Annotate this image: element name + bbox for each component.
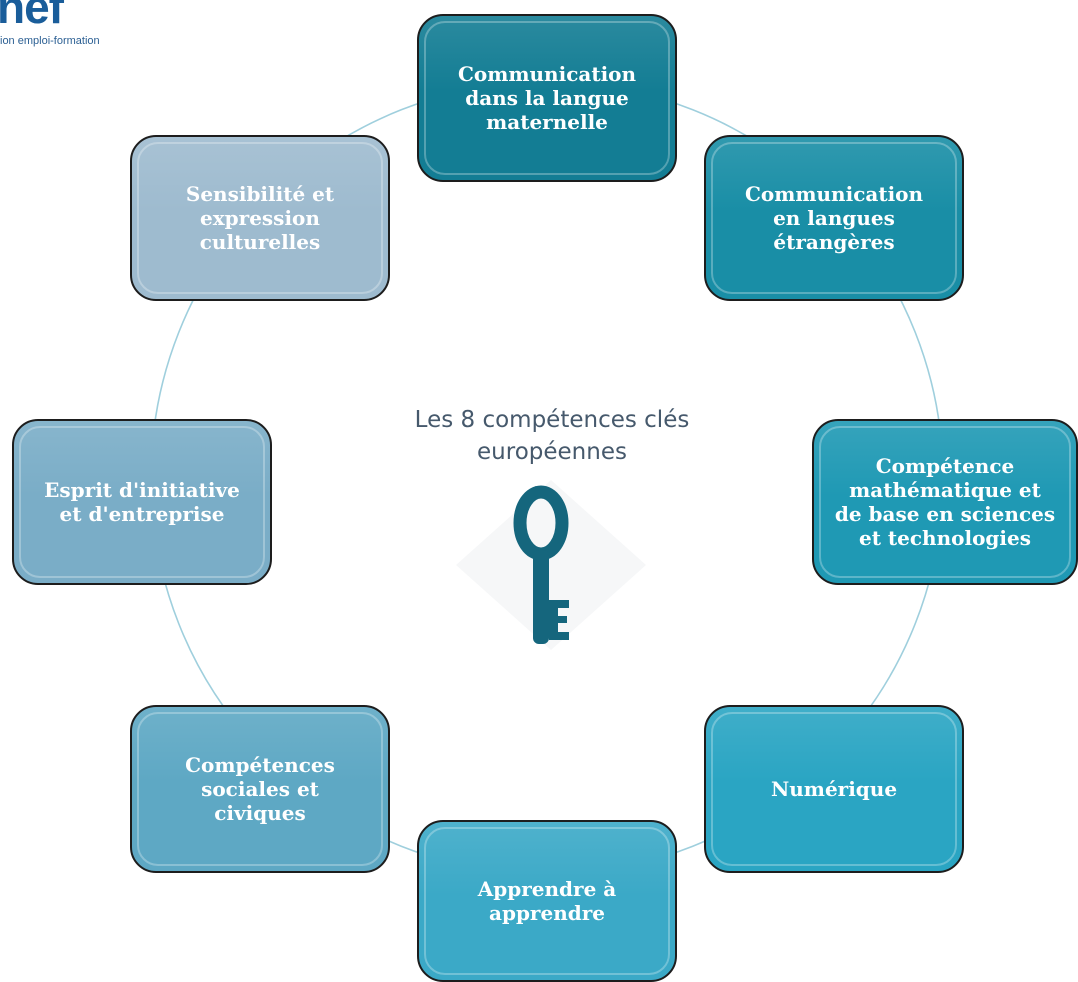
diagram-center-title: Les 8 compétences clés européennes xyxy=(414,407,690,465)
node-label: Numérique xyxy=(770,777,898,801)
node-numerique: Numérique xyxy=(704,705,964,873)
node-label: Esprit d'initiative et d'entreprise xyxy=(44,478,240,526)
node-esprit-initiative-entreprise: Esprit d'initiative et d'entreprise xyxy=(12,419,272,585)
node-label: Sensibilité et expression culturelles xyxy=(185,182,335,254)
node-label: Compétences sociales et civiques xyxy=(185,753,335,825)
logo: nef ion emploi-formation xyxy=(0,0,150,48)
node-label: Compétence mathématique et de base en sc… xyxy=(834,454,1056,550)
node-sensibilite-expression-culturelles: Sensibilité et expression culturelles xyxy=(130,135,390,301)
logo-tagline: ion emploi-formation xyxy=(0,35,100,47)
node-communication-langue-maternelle: Communication dans la langue maternelle xyxy=(417,14,677,182)
logo-wordmark: nef xyxy=(0,0,64,33)
key-icon xyxy=(456,480,646,650)
node-label: Apprendre à apprendre xyxy=(477,877,617,925)
node-label: Communication en langues étrangères xyxy=(744,182,924,254)
node-apprendre-a-apprendre: Apprendre à apprendre xyxy=(417,820,677,982)
node-label: Communication dans la langue maternelle xyxy=(457,62,637,134)
node-communication-langues-etrangeres: Communication en langues étrangères xyxy=(704,135,964,301)
node-competence-mathematique-sciences: Compétence mathématique et de base en sc… xyxy=(812,419,1078,585)
node-competences-sociales-civiques: Compétences sociales et civiques xyxy=(130,705,390,873)
